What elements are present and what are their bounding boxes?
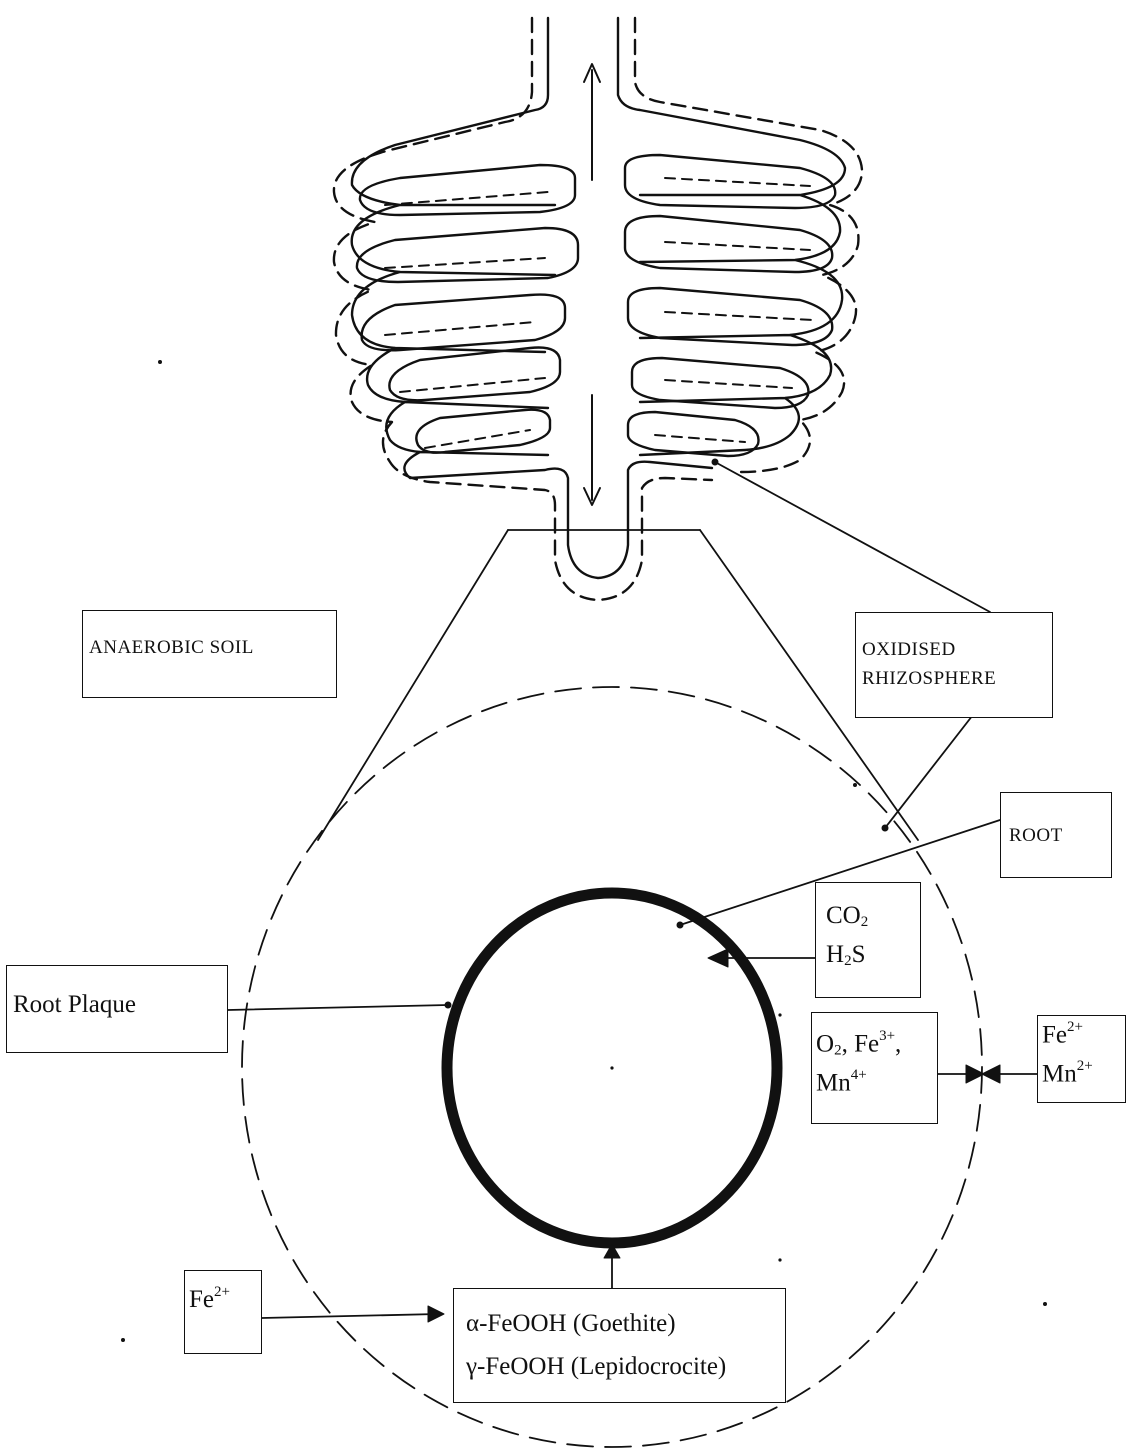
left-lobe (389, 348, 560, 401)
fe2-input-formula: Fe2+ (189, 1286, 230, 1313)
rhizosphere-text: RHIZOSPHERE (862, 664, 1052, 693)
lepidocrocite-text: γ-FeOOH (Lepidocrocite) (466, 1346, 785, 1389)
h2s-formula: H2S (826, 936, 920, 975)
plaque-minerals-label: α-FeOOH (Goethite) γ-FeOOH (Lepidocrocit… (453, 1288, 786, 1403)
root-oxidised-envelope (334, 18, 712, 600)
leader-root-plaque (228, 1005, 448, 1010)
mn2-formula: Mn2+ (1042, 1055, 1125, 1094)
gases-label: CO2 H2S (815, 882, 921, 998)
o2-fe3-formula: O2, Fe3+, (816, 1025, 937, 1064)
oxidants-label: O2, Fe3+, Mn4+ (811, 1012, 938, 1124)
leader-oxidised-rhizosphere-bottom (885, 702, 983, 828)
arrowheads (428, 949, 1000, 1322)
root-label: ROOT (1000, 792, 1112, 878)
anaerobic-soil-text: ANAEROBIC SOIL (89, 637, 254, 658)
goethite-text: α-FeOOH (Goethite) (466, 1303, 785, 1346)
oxidised-text: OXIDISED (862, 635, 1052, 664)
magnification-lines (318, 530, 918, 840)
lobe-inner-dashes (385, 178, 812, 448)
ferrous-arrowhead (982, 1065, 1000, 1083)
plant-root-drawing (334, 18, 862, 600)
root-text: ROOT (1009, 825, 1063, 846)
fe2-formula: Fe2+ (1042, 1016, 1125, 1055)
fe2-input-label: Fe2+ (184, 1270, 262, 1354)
fe2-to-plaque-arrow (262, 1314, 438, 1318)
leader-oxidised-rhizosphere-top (715, 462, 990, 612)
root-plaque-text: Root Plaque (13, 991, 136, 1018)
right-lobe (625, 216, 832, 272)
anaerobic-soil-label: ANAEROBIC SOIL (82, 610, 337, 698)
root-plaque-label: Root Plaque (6, 965, 228, 1053)
left-lobe (416, 410, 550, 453)
reduced-ions-label: Fe2+ Mn2+ (1037, 1015, 1126, 1103)
gas-efflux-arrowhead (708, 949, 728, 967)
right-lobe (625, 155, 835, 208)
oxidised-rhizosphere-label: OXIDISED RHIZOSPHERE (855, 612, 1053, 718)
fe2-to-plaque-arrowhead (428, 1306, 444, 1322)
co2-formula: CO2 (826, 897, 920, 936)
mn4-formula: Mn4+ (816, 1064, 937, 1103)
left-lobe (362, 295, 565, 351)
